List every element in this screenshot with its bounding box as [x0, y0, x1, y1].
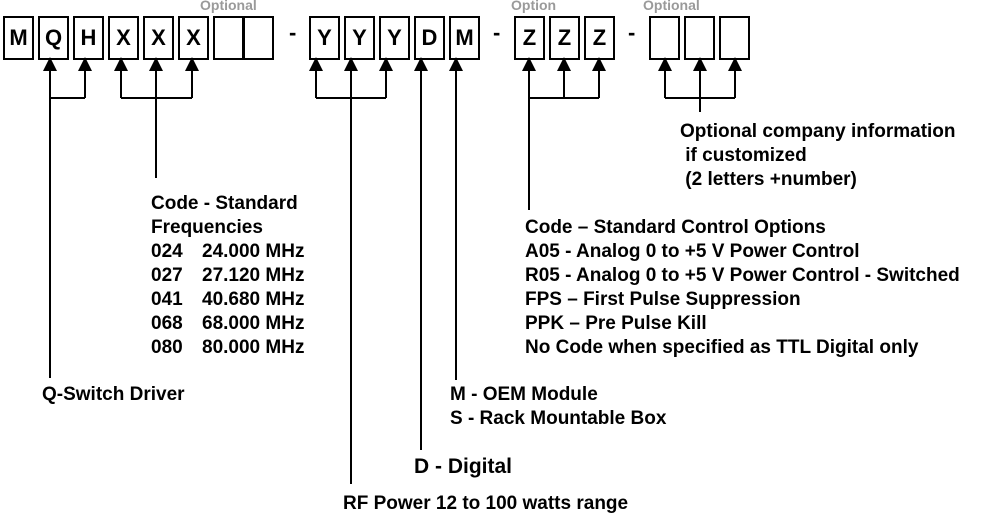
- code-box: Y: [344, 16, 375, 60]
- qswitch-driver-label: Q-Switch Driver: [42, 384, 185, 405]
- frequency-value: 68.000 MHz: [202, 313, 305, 334]
- code-box: Z: [549, 16, 580, 60]
- code-box: M: [449, 16, 480, 60]
- code-box: M: [3, 16, 34, 60]
- frequency-connector: [114, 57, 199, 178]
- optional-label: Optional: [200, 0, 257, 13]
- frequency-code: 024: [151, 241, 183, 262]
- control-option-line: FPS – First Pulse Suppression: [525, 289, 801, 310]
- frequency-code: 041: [151, 289, 183, 310]
- digital-label: D - Digital: [414, 455, 512, 478]
- code-box-empty: [213, 16, 244, 60]
- code-box: Y: [309, 16, 340, 60]
- rf-power-label: RF Power 12 to 100 watts range: [343, 493, 629, 514]
- frequency-code: 027: [151, 265, 183, 286]
- code-box: Z: [514, 16, 545, 60]
- frequency-code: 068: [151, 313, 183, 334]
- control-options-title: Code – Standard Control Options: [525, 217, 826, 238]
- company-info-line: if customized: [680, 145, 807, 166]
- control-option-line: PPK – Pre Pulse Kill: [525, 313, 707, 334]
- frequency-heading: Code - Standard: [151, 193, 298, 214]
- code-box: X: [178, 16, 209, 60]
- code-box: X: [143, 16, 174, 60]
- separator-dash: -: [493, 20, 501, 45]
- code-box-empty: [684, 16, 715, 60]
- module-label: S - Rack Mountable Box: [450, 408, 667, 429]
- qswitch-connector: [43, 57, 92, 378]
- code-box: H: [73, 16, 104, 60]
- frequency-value: 24.000 MHz: [202, 241, 305, 262]
- optional-label: Optional: [643, 0, 700, 13]
- code-box-empty: [719, 16, 750, 60]
- frequency-value: 27.120 MHz: [202, 265, 305, 286]
- frequency-code: 080: [151, 337, 183, 358]
- separator-dash: -: [289, 20, 297, 45]
- control-option-line: R05 - Analog 0 to +5 V Power Control - S…: [525, 265, 960, 286]
- rf-power-connector: [309, 57, 393, 484]
- option-label: Option: [511, 0, 557, 13]
- control-option-line: No Code when specified as TTL Digital on…: [525, 337, 919, 358]
- separator-dash: -: [628, 20, 636, 45]
- module-label: M - OEM Module: [450, 384, 598, 405]
- code-box-empty: [243, 16, 274, 60]
- code-box: Y: [379, 16, 410, 60]
- frequency-heading: Frequencies: [151, 217, 263, 238]
- company-info-line: (2 letters +number): [680, 169, 857, 190]
- company-info-connector: [658, 57, 742, 112]
- code-box: D: [414, 16, 445, 60]
- control-option-line: A05 - Analog 0 to +5 V Power Control: [525, 241, 860, 262]
- control-options-connector: [522, 57, 606, 210]
- company-info-line: Optional company information: [680, 121, 956, 142]
- code-box: Q: [38, 16, 69, 60]
- frequency-value: 80.000 MHz: [202, 337, 305, 358]
- code-box: X: [108, 16, 139, 60]
- code-box: Z: [584, 16, 615, 60]
- frequency-value: 40.680 MHz: [202, 289, 305, 310]
- code-box-empty: [649, 16, 680, 60]
